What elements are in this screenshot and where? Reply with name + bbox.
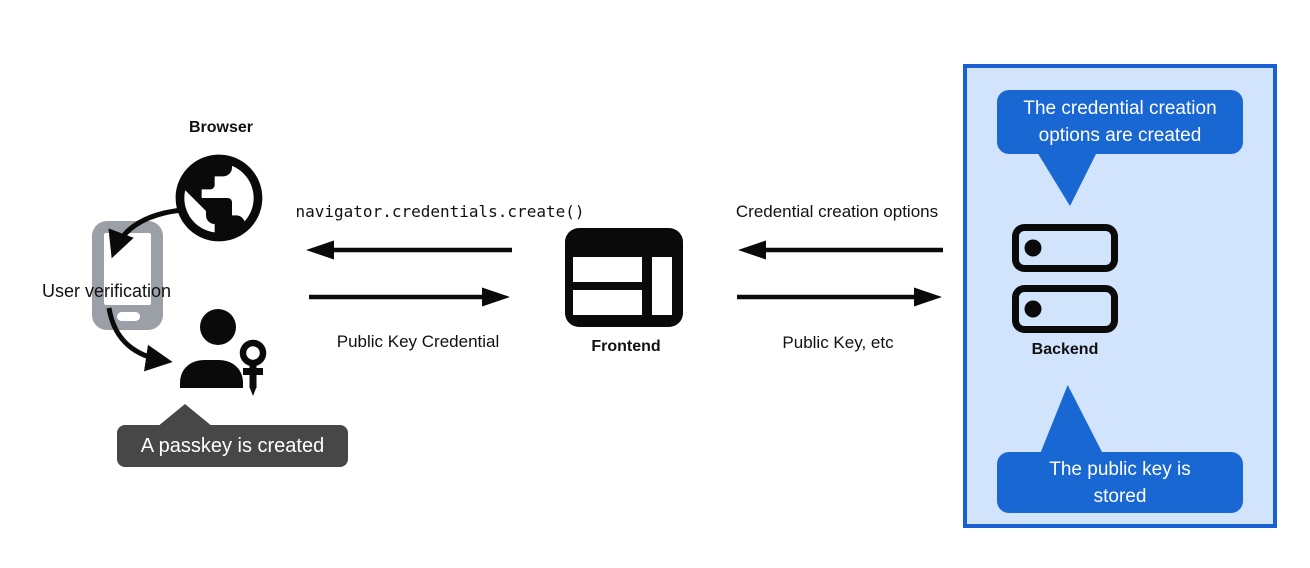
backend-label: Backend — [1031, 341, 1099, 358]
credential-options-bubble-line2: options are created — [1038, 125, 1202, 146]
public-key-credential-label: Public Key Credential — [336, 332, 500, 351]
public-key-bubble-line2: stored — [1093, 485, 1147, 507]
passkey-tooltip-text: A passkey is created — [140, 434, 325, 457]
arrow-browser-to-frontend — [309, 287, 510, 307]
public-key-bubble-line1: The public key is — [1049, 458, 1191, 480]
browser-label: Browser — [188, 119, 254, 136]
passkey-tooltip-tail — [157, 404, 213, 427]
create-call-label: navigator.credentials.create() — [295, 202, 585, 221]
frontend-label: Frontend — [591, 338, 661, 355]
globe-browser-icon — [175, 154, 263, 242]
browser-window-icon — [565, 228, 683, 327]
user-passkey-icon — [180, 309, 267, 396]
smartphone-icon — [92, 221, 163, 330]
arrow-frontend-to-browser — [306, 240, 512, 260]
credential-options-bubble: The credential creation options are crea… — [997, 90, 1243, 154]
server-stack-icon — [1012, 224, 1118, 333]
credential-options-bubble-line1: The credential creation — [1023, 98, 1217, 119]
arrow-frontend-to-backend — [737, 287, 942, 307]
arrow-backend-to-frontend — [738, 240, 943, 260]
public-key-bubble: The public key is stored — [997, 452, 1243, 513]
passkey-tooltip: A passkey is created — [117, 425, 348, 467]
public-key-etc-label: Public Key, etc — [782, 333, 894, 352]
user-verification-label: User verification — [42, 281, 172, 301]
credential-creation-options-label: Credential creation options — [735, 202, 939, 221]
